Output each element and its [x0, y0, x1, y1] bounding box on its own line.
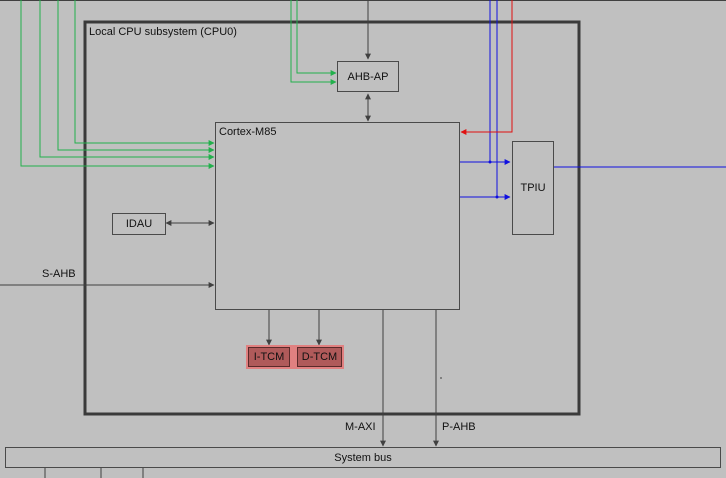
s-ahb-label: S-AHB — [42, 268, 76, 280]
cortex-m85-block[interactable]: Cortex-M85 — [215, 122, 460, 310]
ahb-ap-block[interactable]: AHB-AP — [337, 61, 399, 92]
m-axi-label: M-AXI — [345, 421, 376, 433]
green-input-lines — [20, 0, 337, 169]
tpiu-block[interactable]: TPIU — [512, 141, 554, 235]
red-debug-line — [460, 0, 513, 135]
idau-block[interactable]: IDAU — [112, 213, 166, 235]
subsystem-title: Local CPU subsystem (CPU0) — [89, 26, 237, 38]
cortex-label: Cortex-M85 — [219, 126, 277, 138]
p-ahb-label: P-AHB — [442, 421, 476, 433]
junction-dot — [488, 160, 492, 164]
junction-dot — [495, 195, 499, 199]
blue-trace-lines — [460, 0, 726, 200]
system-bus-block[interactable]: System bus — [5, 447, 721, 468]
subsystem-box — [83, 20, 581, 416]
itcm-block[interactable]: I-TCM — [248, 347, 290, 367]
dtcm-block[interactable]: D-TCM — [297, 347, 342, 367]
